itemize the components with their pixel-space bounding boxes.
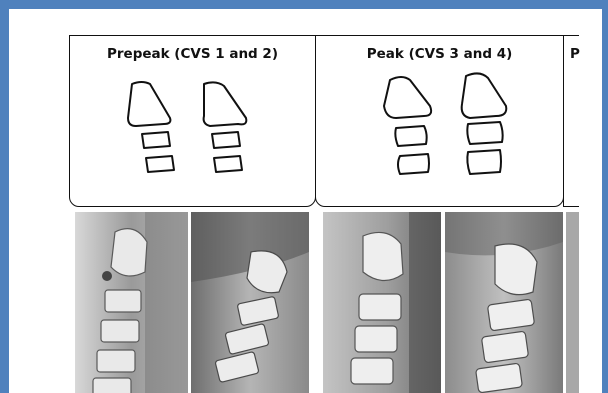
c4-vertebra-outline-right [467, 150, 501, 174]
radiograph-image [75, 212, 188, 393]
c2-vertebra-outline-right [204, 82, 247, 126]
radiograph-partial [566, 212, 579, 393]
radiograph-peak-2 [445, 212, 563, 393]
panel-postpeak-partial: P [563, 35, 579, 207]
cvs-stage-figure: Prepeak (CVS 1 and 2) Peak (CVS 3 and 4) [69, 31, 579, 393]
c3-vertebra-outline-left [142, 132, 170, 148]
panel-prepeak: Prepeak (CVS 1 and 2) [69, 35, 316, 207]
c2-vertebra-outline-left [384, 77, 431, 118]
radiograph-prepeak-1 [75, 212, 188, 393]
c3-vertebra-outline-right [467, 122, 502, 144]
c2-vertebra-outline-left [128, 82, 170, 126]
c2-vertebra-outline-right [462, 73, 507, 118]
radiograph-prepeak-2 [191, 212, 309, 393]
radiograph-image [445, 212, 563, 393]
panel-peak: Peak (CVS 3 and 4) [315, 35, 564, 207]
c4-vertebra-outline-right [214, 156, 242, 172]
radiograph-peak-1 [323, 212, 441, 393]
radiograph-image [566, 212, 579, 393]
vertebrae-diagram-peak [316, 36, 565, 208]
c4-vertebra-outline-left [398, 154, 429, 174]
vertebrae-diagram-prepeak [70, 36, 317, 208]
radiograph-image [323, 212, 441, 393]
c4-vertebra-outline-left [146, 156, 174, 172]
panel-title-partial: P [570, 46, 579, 62]
radiograph-image [191, 212, 309, 393]
c3-vertebra-outline-right [212, 132, 240, 148]
c3-vertebra-outline-left [395, 126, 426, 146]
